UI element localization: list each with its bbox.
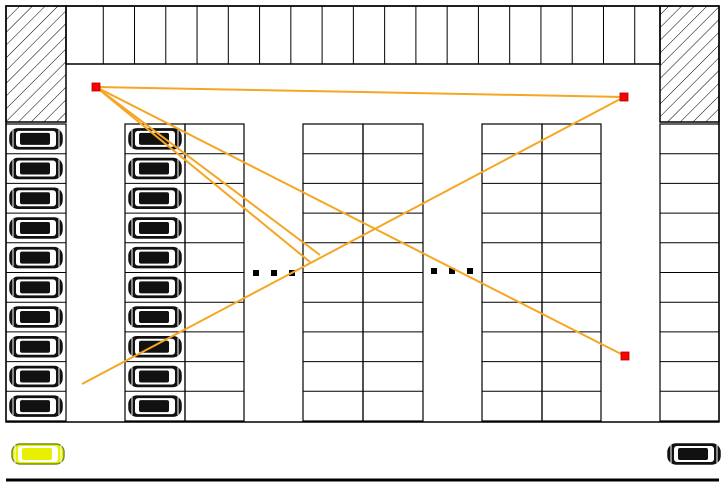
car-roof xyxy=(20,281,50,294)
car-top-view-icon xyxy=(128,395,182,417)
car-top-view-icon xyxy=(128,336,182,358)
bay-column-left xyxy=(5,123,67,422)
route-line xyxy=(95,86,311,263)
car-roof xyxy=(139,251,169,264)
car-roof xyxy=(20,340,50,353)
car-roof xyxy=(678,448,708,460)
route-line xyxy=(95,86,321,256)
lot-structure xyxy=(5,5,720,482)
bay-column-2b xyxy=(184,123,245,422)
car-top-view-icon xyxy=(9,365,63,388)
bay-column-right xyxy=(659,123,720,422)
route-paths xyxy=(81,86,626,385)
car-roof xyxy=(20,251,50,264)
ellipsis-dots-icon xyxy=(431,268,473,274)
ellipsis-dot xyxy=(253,270,259,276)
car-top-view-icon xyxy=(9,306,63,328)
car-top-view-icon xyxy=(9,217,63,239)
route-nodes xyxy=(91,82,630,361)
car-roof xyxy=(20,192,50,205)
car-roof xyxy=(139,400,169,413)
route-line xyxy=(81,96,625,385)
ellipsis-dot xyxy=(449,268,455,274)
car-roof xyxy=(139,192,169,205)
car-roof xyxy=(139,370,169,383)
car-roof xyxy=(20,162,50,175)
car-top-view-icon xyxy=(9,336,63,358)
car-roof xyxy=(20,370,50,383)
bay-column-3b xyxy=(362,123,424,422)
ellipsis-dot xyxy=(431,268,437,274)
bay-column-4b xyxy=(541,123,602,422)
car-roof xyxy=(20,221,50,234)
car-top-view-icon xyxy=(9,128,63,150)
car-top-view-icon xyxy=(9,157,63,180)
route-line xyxy=(95,86,625,98)
car-top-view-icon xyxy=(9,395,63,417)
car-top-view-icon xyxy=(128,276,182,299)
car-roof xyxy=(139,311,169,324)
car-top-view-icon xyxy=(128,246,182,269)
waypoint-node-icon xyxy=(619,92,629,102)
hatched-block-left xyxy=(5,5,67,123)
car-top-view-icon xyxy=(9,187,63,209)
car-top-view-icon xyxy=(128,306,182,328)
car-top-view-icon xyxy=(11,443,65,465)
car-roof xyxy=(20,400,50,413)
parked-cars xyxy=(9,128,721,465)
car-top-view-icon xyxy=(128,365,182,388)
car-top-view-icon xyxy=(9,276,63,299)
car-roof xyxy=(20,311,50,324)
top-bay-row xyxy=(65,5,661,65)
car-top-view-icon xyxy=(667,443,721,465)
car-roof xyxy=(22,448,52,460)
car-top-view-icon xyxy=(128,157,182,180)
car-top-view-icon xyxy=(128,187,182,209)
car-top-view-icon xyxy=(9,246,63,269)
hatched-block-right xyxy=(659,5,720,123)
waypoint-node-icon xyxy=(91,82,101,92)
car-roof xyxy=(139,162,169,175)
route-line xyxy=(95,86,626,357)
bay-column-3a xyxy=(302,123,364,422)
car-roof xyxy=(139,221,169,234)
waypoint-node-icon xyxy=(620,351,630,361)
ellipsis-dot xyxy=(271,270,277,276)
car-top-view-icon xyxy=(128,217,182,239)
car-roof xyxy=(20,132,50,145)
ellipsis-dot xyxy=(467,268,473,274)
car-roof xyxy=(139,281,169,294)
